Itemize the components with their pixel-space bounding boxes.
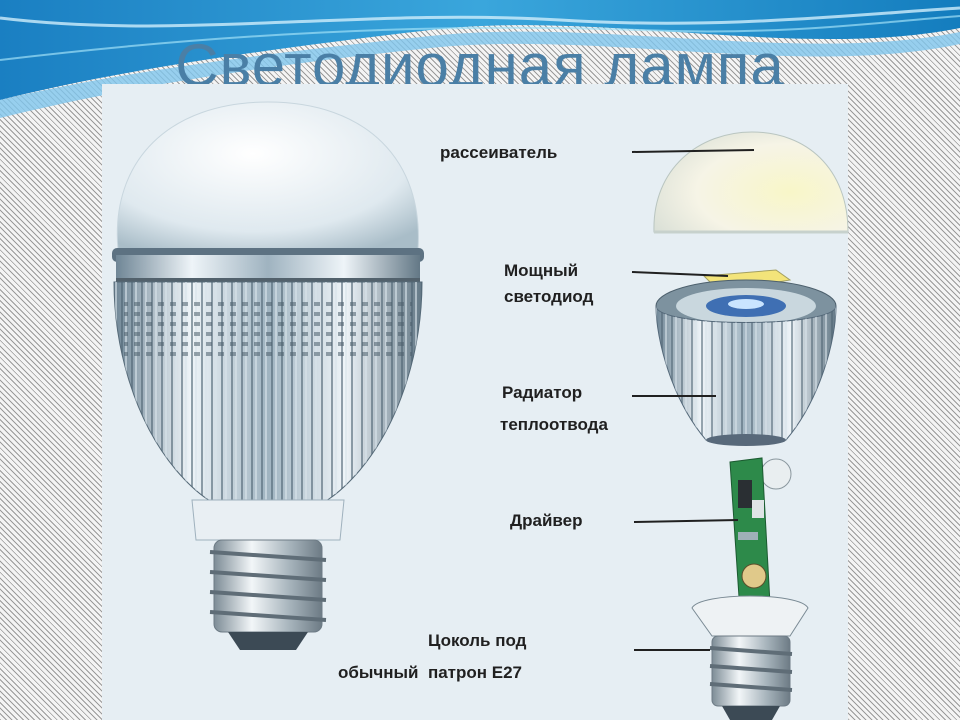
base-socket bbox=[691, 595, 809, 720]
label-driver: Драйвер bbox=[510, 511, 583, 530]
label-base-line2: обычный патрон Е27 bbox=[338, 663, 523, 682]
label-radiator-line1: Радиатор bbox=[502, 383, 583, 402]
label-led-line1: Мощный bbox=[504, 261, 579, 280]
led-radiator-assembly bbox=[655, 269, 837, 446]
header-wave-banner bbox=[0, 0, 960, 119]
label-led-line2: светодиод bbox=[504, 287, 594, 306]
callout-lines bbox=[631, 149, 755, 651]
label-diffuser: рассеиватель bbox=[440, 143, 558, 162]
assembled-lamp bbox=[112, 101, 424, 650]
driver-board bbox=[729, 457, 792, 613]
diffuser-dome bbox=[653, 131, 849, 234]
label-radiator-line2: теплоотвода bbox=[500, 415, 608, 434]
label-base-line1: Цоколь под bbox=[428, 631, 527, 650]
